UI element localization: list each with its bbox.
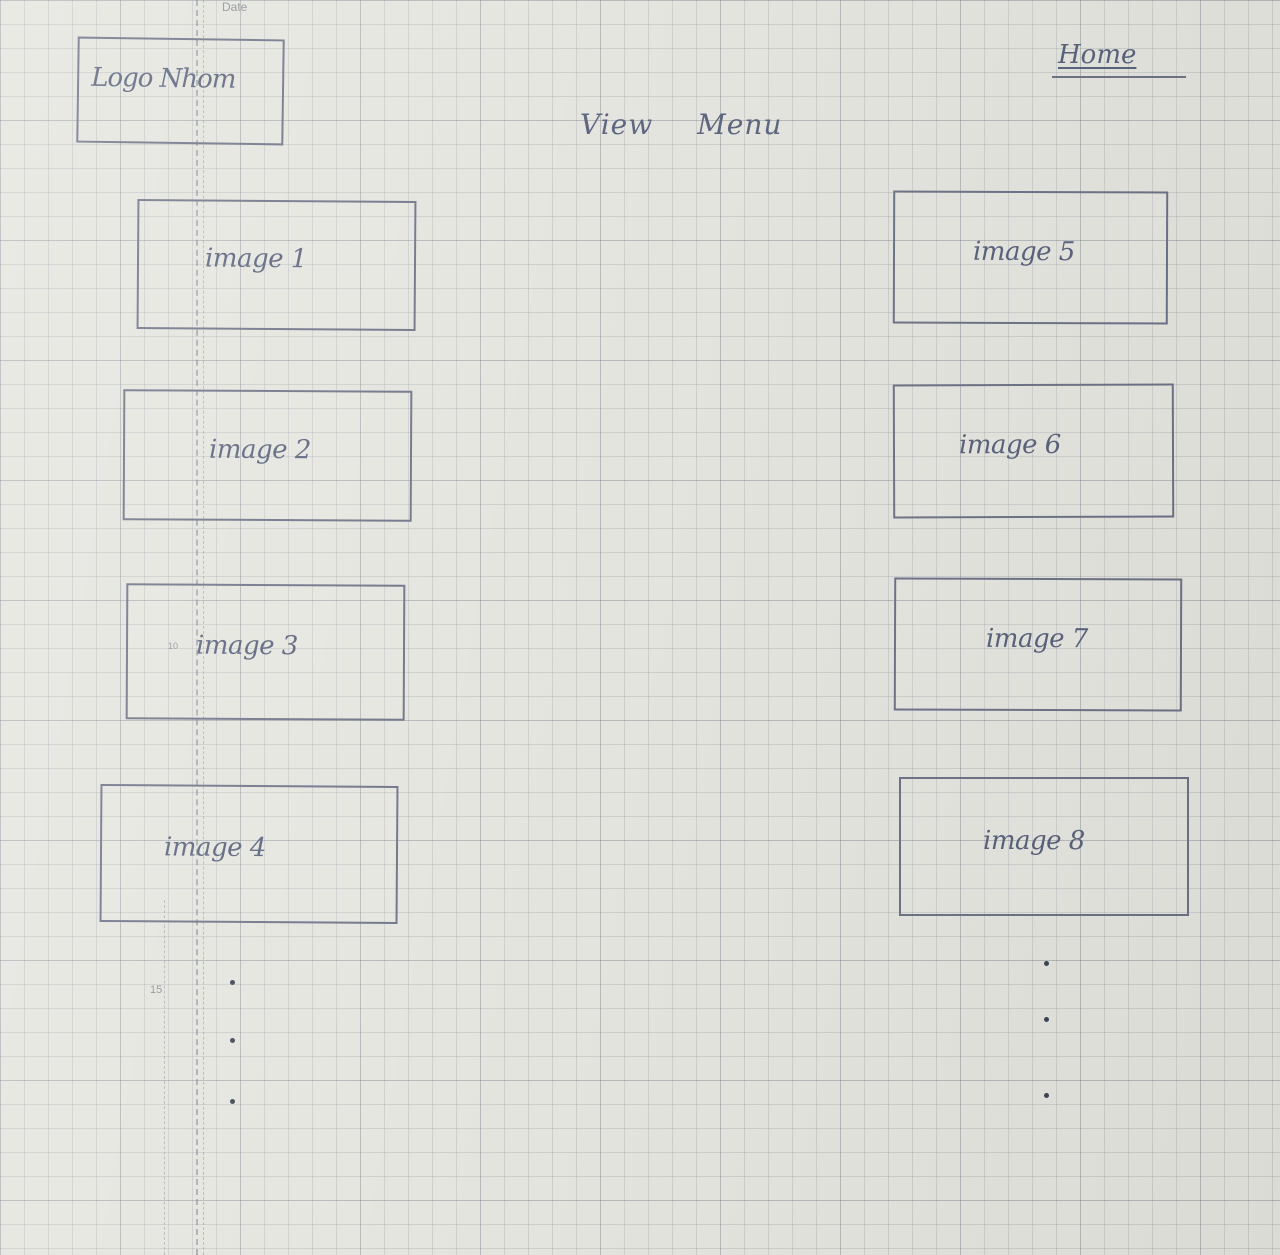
ellipsis-dot [230,1099,235,1104]
ellipsis-dot [1044,1017,1049,1022]
image-placeholder-8[interactable]: image 8 [899,777,1189,916]
home-link[interactable]: Home [1058,40,1137,70]
group-logo[interactable]: Logo Nhom [76,36,285,146]
image-placeholder-label: image 7 [985,623,1088,654]
line-number-10: 10 [168,641,179,651]
image-placeholder-label: image 5 [972,236,1075,267]
image-placeholder-6[interactable]: image 6 [892,383,1175,519]
margin-line [196,0,198,1255]
image-placeholder-5[interactable]: image 5 [892,190,1169,325]
more-items-ellipsis-left [226,975,240,1115]
ellipsis-dot [1044,1093,1049,1098]
line-number-15: 15 [150,984,163,996]
margin-line-inner [203,0,204,1255]
image-placeholder-1[interactable]: image 1 [136,199,417,331]
home-underline [1052,76,1186,78]
group-logo-text: Logo Nhom [90,62,236,95]
image-placeholder-7[interactable]: image 7 [893,577,1183,712]
view-menu-link[interactable]: View Menu [580,108,783,141]
ellipsis-dot [1044,961,1049,966]
image-placeholder-label: image 4 [163,832,266,864]
image-placeholder-3[interactable]: image 3 [125,583,406,721]
image-placeholder-2[interactable]: image 2 [122,389,413,522]
image-placeholder-label: image 8 [983,825,1085,856]
image-placeholder-label: image 3 [195,630,298,662]
ellipsis-dot [230,1038,235,1043]
image-placeholder-label: image 6 [958,429,1061,461]
image-placeholder-label: image 2 [208,434,311,465]
ellipsis-dot [230,980,235,985]
image-placeholder-4[interactable]: image 4 [99,783,399,925]
margin-line-lower [164,900,165,1255]
image-placeholder-label: image 1 [204,243,307,275]
date-field-label: Date [222,0,248,14]
more-items-ellipsis-right [1040,955,1054,1105]
